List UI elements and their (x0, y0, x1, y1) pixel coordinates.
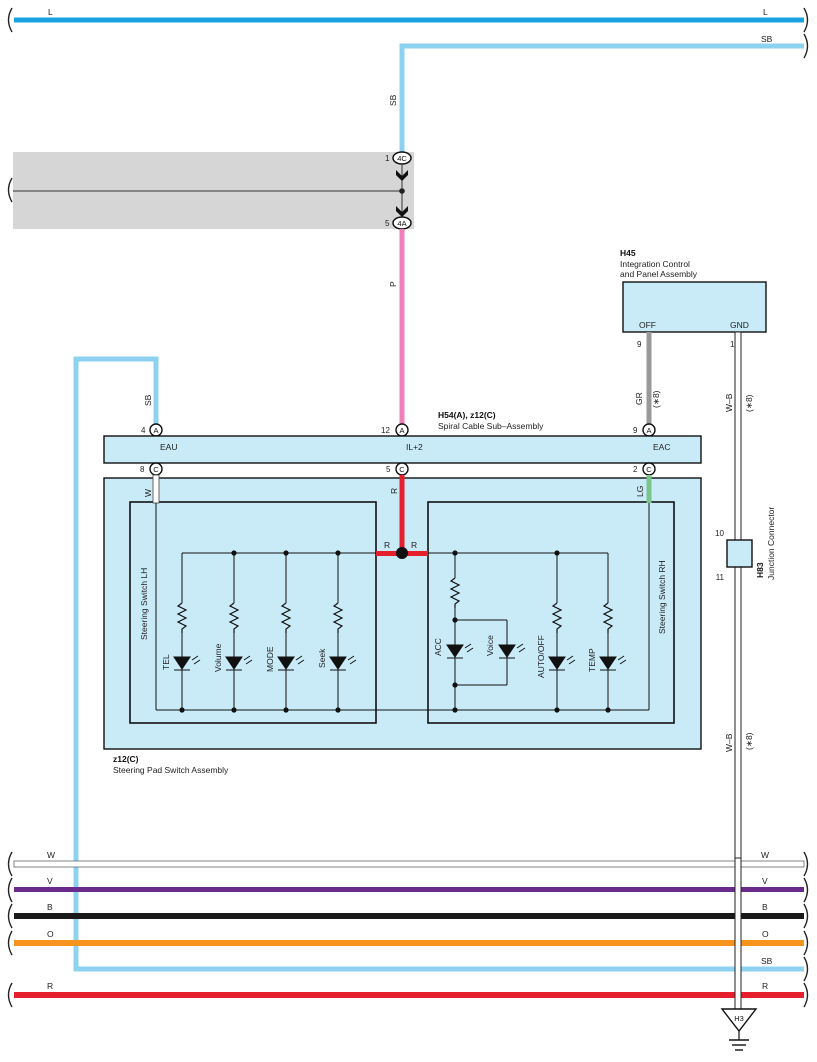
wire-sb-top: SB SB (388, 33, 809, 155)
spiral-eac-label: EAC (653, 442, 670, 452)
spiral-il2-label: IL+2 (406, 442, 423, 452)
h45-name-line2: and Panel Assembly (620, 269, 698, 279)
spiral-eau-top-pin: 4 (141, 426, 146, 435)
wire-wb-label-lower: W–B (724, 733, 734, 752)
bus-o-label-left: O (47, 929, 54, 939)
spiral-eau-bot-pin: 8 (140, 465, 145, 474)
h45-pin-off: 9 (637, 340, 642, 349)
h83-code: H83 (755, 562, 765, 578)
wire-l-label-left: L (48, 7, 53, 17)
pad-name: Steering Pad Switch Assembly (113, 765, 229, 775)
bus-w-label-right: W (761, 850, 769, 860)
h45-integration-panel: H45 Integration Control and Panel Assemb… (620, 248, 767, 349)
spiral-il2-bot-pin: 5 (386, 465, 391, 474)
wire-r-label-left: R (384, 540, 390, 550)
wire-sb-loop: SB SB (73, 356, 809, 982)
top-connector-upper-pin: 1 (385, 154, 390, 163)
wire-p: P (388, 229, 405, 424)
wire-wb-star-upper: (∗8) (744, 394, 754, 412)
pad-code: z12(C) (113, 754, 139, 764)
wire-r-label-right: R (411, 540, 417, 550)
spiral-name: Spiral Cable Sub–Assembly (438, 421, 544, 431)
led-label-acc: ACC (433, 638, 443, 656)
ground-h3: H3 (720, 1008, 758, 1051)
assembly-internal-wiring: W LG R R R (143, 474, 652, 713)
h83-name: Junction Connector (766, 507, 776, 580)
wire-sb-loop-label-vertical: SB (143, 394, 153, 406)
h45-pin-gnd: 1 (730, 340, 735, 349)
spiral-eac-top-conn: A (646, 426, 651, 435)
led-label-volume: Volume (213, 643, 223, 672)
wire-r-label-vertical: R (389, 488, 399, 494)
spiral-bottom-pins: C 8 C 5 C 2 (140, 462, 656, 476)
h83-pin-bottom: 11 (716, 573, 725, 582)
ground-h3-code: H3 (734, 1014, 744, 1023)
top-connector-upper-code: 4C (397, 154, 407, 163)
steering-switch-rh-label: Steering Switch RH (657, 560, 667, 634)
spiral-eac-bot-pin: 2 (633, 465, 638, 474)
gray-connector-block: 4C 1 4A 5 (7, 151, 414, 230)
h83-pin-top: 10 (715, 529, 724, 538)
wire-w-label-inner: W (143, 489, 153, 497)
spiral-il2-top-pin: 12 (381, 426, 390, 435)
spiral-eau-label: EAU (160, 442, 177, 452)
wire-l-label-right: L (763, 7, 768, 17)
wire-gr-star: (∗8) (651, 390, 661, 408)
led-label-temp: TEMP (587, 648, 597, 672)
spiral-eac-top-pin: 9 (633, 426, 638, 435)
spiral-il2-bot-conn: C (399, 465, 405, 474)
wire-lg-label: LG (635, 486, 645, 497)
top-connector-lower-code: 4A (397, 219, 406, 228)
led-label-tel: TEL (161, 654, 171, 670)
wire-sb-loop-label-right: SB (761, 956, 773, 966)
spiral-cable-assembly: H54(A), z12(C) Spiral Cable Sub–Assembly… (103, 410, 702, 464)
wire-sb-label-vertical: SB (388, 94, 398, 106)
spiral-code: H54(A), z12(C) (438, 410, 496, 420)
wire-sb-label-right: SB (761, 34, 773, 44)
led-label-mode: MODE (265, 646, 275, 672)
wire-p-label: P (388, 281, 398, 287)
spiral-top-pins: A 4 A 12 A 9 (141, 423, 656, 437)
bottom-bus: W W V V B B O O R R (7, 850, 809, 1008)
spiral-eau-top-conn: A (153, 426, 158, 435)
h83-junction-connector: 10 11 H83 Junction Connector (715, 507, 776, 582)
wire-wb-star-lower: (∗8) (744, 732, 754, 750)
h45-off-label: OFF (639, 320, 656, 330)
wire-gr: GR (∗8) (634, 332, 661, 424)
bus-r-label-left: R (47, 981, 53, 991)
bus-b-label-right: B (762, 902, 768, 912)
led-label-auto-off: AUTO/OFF (536, 635, 546, 678)
bus-v-label-right: V (762, 876, 768, 886)
bus-v-label-left: V (47, 876, 53, 886)
led-label-voice: Voice (485, 635, 495, 656)
bus-o-label-right: O (762, 929, 769, 939)
wire-wb-label-upper: W–B (724, 393, 734, 412)
top-connector-lower-pin: 5 (385, 219, 390, 228)
spiral-il2-top-conn: A (399, 426, 404, 435)
spiral-eac-bot-conn: C (646, 465, 652, 474)
h45-name-line1: Integration Control (620, 259, 690, 269)
h45-gnd-label: GND (730, 320, 749, 330)
bus-b-label-left: B (47, 902, 53, 912)
bus-r-label-right: R (762, 981, 768, 991)
spiral-eau-bot-conn: C (153, 465, 159, 474)
wire-gr-label: GR (634, 392, 644, 405)
steering-switch-lh-label: Steering Switch LH (139, 568, 149, 640)
led-label-seek: Seek (317, 648, 327, 668)
bus-w-label-left: W (47, 850, 55, 860)
h45-code: H45 (620, 248, 636, 258)
wire-l-top: L L (7, 7, 809, 33)
